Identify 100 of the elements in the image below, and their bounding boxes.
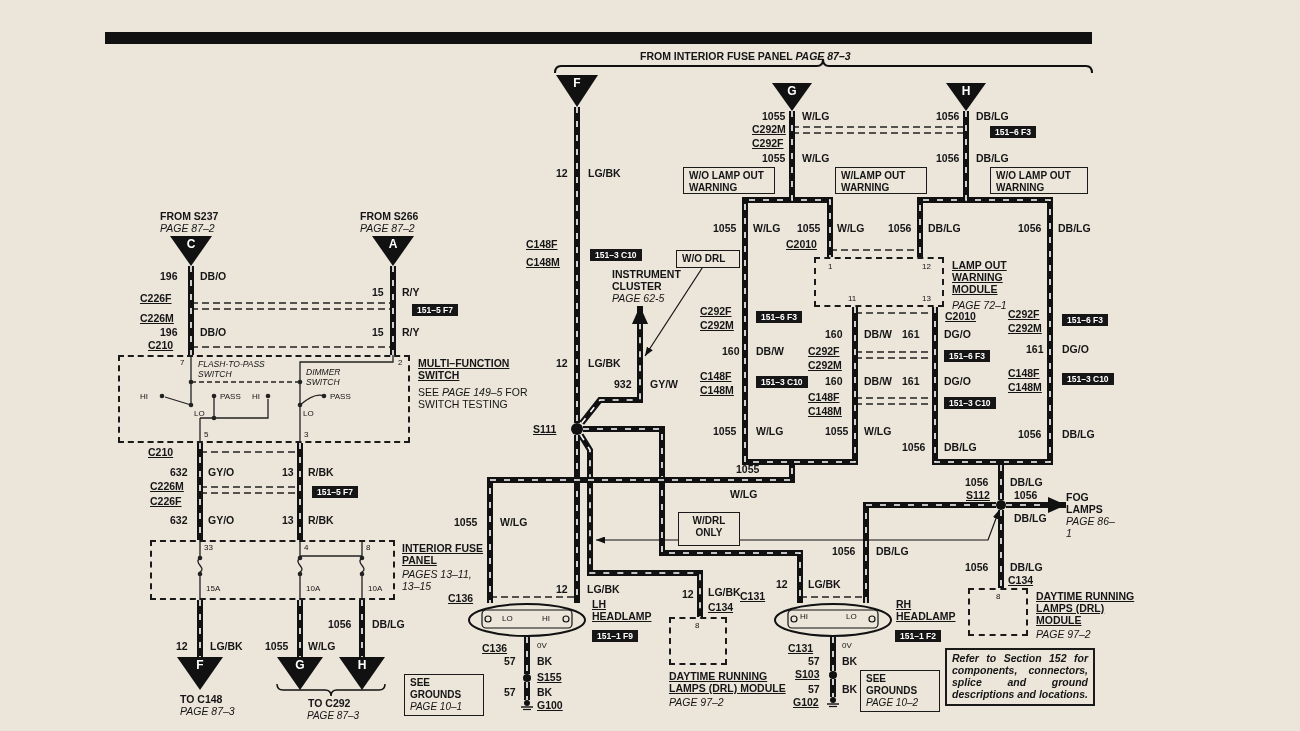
switch-position-label: HI <box>140 392 148 402</box>
wire-label: W/LG <box>730 488 758 500</box>
circuit-letter: A <box>387 237 399 251</box>
wire-label: W/LG <box>756 425 784 437</box>
wire-label: DB/LG <box>1058 222 1091 234</box>
wire-label: 1056 <box>1018 222 1042 234</box>
source-label: FROM S237 <box>160 210 219 222</box>
wire-label: DB/LG <box>1062 428 1095 440</box>
note-box <box>860 670 940 712</box>
component-name: MULTI–FUNCTION SWITCH <box>418 357 511 381</box>
wire-label: GY/O <box>208 466 235 478</box>
component-note: PAGE 72–1 <box>952 299 1008 311</box>
wire-label: 1056 <box>888 222 912 234</box>
splice-label: S155 <box>537 671 562 683</box>
wire-label: DB/LG <box>876 545 909 557</box>
splice-label: S111 <box>533 423 557 435</box>
source-label: TO C148 <box>180 693 223 705</box>
connector-label: C292M <box>752 123 786 135</box>
wire <box>932 306 1004 501</box>
wire-label: TO C292 <box>308 697 351 709</box>
switch-position-label: HI <box>542 614 550 624</box>
reference-tag: 151–3 C10 <box>756 376 808 388</box>
reference-tag: 151–6 F3 <box>1062 314 1108 326</box>
source-label: FROM S266 <box>360 210 419 222</box>
wire-label: 1056 <box>832 545 856 557</box>
wire-label: 1056 <box>1014 489 1038 501</box>
wire-label: W/LG <box>802 110 830 122</box>
wire-label: 932 <box>614 378 632 390</box>
wire-label: 12 <box>556 167 568 179</box>
component-name: LAMP OUT WARNING MODULE <box>952 259 1008 295</box>
page-reference: PAGE 62-5 <box>612 292 666 304</box>
pin-label: 12 <box>922 262 931 272</box>
connector-label: C136 <box>482 642 508 654</box>
page-reference: PAGE 87–3 <box>307 710 360 722</box>
wire-label: 1055 <box>713 425 737 437</box>
connector-label: C2010 <box>945 310 976 322</box>
circuit-reference-triangle <box>372 236 414 266</box>
component-note: SEE PAGE 149–5 FOR SWITCH TESTING <box>418 386 528 410</box>
wire-label: 196 <box>160 270 178 282</box>
condition-text: FOG LAMPS <box>1066 491 1104 515</box>
circuit-reference-triangle <box>772 83 812 111</box>
reference-tag: 151–1 F2 <box>895 630 941 642</box>
wire-label: BK <box>537 655 553 667</box>
connector-label: C226F <box>150 495 182 507</box>
connector-label: C226M <box>140 312 174 324</box>
wire-label: 1056 <box>1018 428 1042 440</box>
wire <box>582 426 803 604</box>
wire-label: DB/LG <box>1014 512 1047 524</box>
wire-label: LG/BK <box>588 167 621 179</box>
wire <box>197 442 203 541</box>
switch-label: FLASH-TO-PASS SWITCH <box>198 359 266 379</box>
component-note: PAGE 97–2 <box>669 696 725 708</box>
connector-label: C226M <box>150 480 184 492</box>
reference-tag: 151–6 F3 <box>944 350 990 362</box>
connector-label: C148M <box>1008 381 1042 393</box>
reference-tag: 151–6 F3 <box>990 126 1036 138</box>
connector-label: C148M <box>526 256 560 268</box>
circuit-letter: C <box>185 237 197 251</box>
reference-tag: 151–3 C10 <box>590 249 642 261</box>
wire-label: 12 <box>776 578 788 590</box>
pin-label: 4 <box>304 543 309 553</box>
wire-label: W/LG <box>802 152 830 164</box>
connector-label: C134 <box>708 601 734 613</box>
note-box <box>835 167 927 194</box>
wire <box>578 433 703 618</box>
pin-label: 0V <box>842 641 852 651</box>
connector-label: C131 <box>740 590 766 602</box>
wire <box>487 306 858 604</box>
wire-label: W/LG <box>753 222 781 234</box>
wire-label: 1056 <box>902 441 926 453</box>
wire-label: 1055 <box>713 222 737 234</box>
connector-label: C2010 <box>786 238 817 250</box>
ground-label: G102 <box>793 696 819 708</box>
pin-label: 5 <box>204 430 209 440</box>
reference-tag: 151–3 C10 <box>1062 373 1114 385</box>
wire-label: 57 <box>808 655 820 667</box>
wire <box>359 599 365 658</box>
wire-label: 57 <box>808 683 820 695</box>
connector-label: C134 <box>1008 574 1034 586</box>
wire-label: BK <box>537 686 553 698</box>
source-label: PAGE 87–3 <box>180 705 235 717</box>
wire <box>524 636 530 675</box>
wire <box>789 110 833 258</box>
wire-label: 1056 <box>965 561 989 573</box>
wire-label: W/LG <box>864 425 892 437</box>
wire <box>998 509 1004 589</box>
pin-label: 8 <box>996 592 1001 602</box>
wire-label: DB/W <box>864 328 892 340</box>
wire-label: 15 <box>372 326 384 338</box>
circuit-reference-triangle <box>170 236 212 266</box>
wire-label: 1056 <box>936 152 960 164</box>
connector-label: C148M <box>700 384 734 396</box>
connector-label: C148F <box>808 391 840 403</box>
wire-label: 632 <box>170 466 188 478</box>
page-reference: PAGE 10–2 <box>866 697 920 709</box>
note-text: Refer to Section 152 for components, connectors, splice and ground descriptions and locations. <box>952 652 1088 700</box>
wire-label: DB/W <box>756 345 784 357</box>
wire <box>188 265 194 356</box>
wire-label: R/BK <box>308 514 334 526</box>
wire-label: 1055 <box>736 463 760 475</box>
